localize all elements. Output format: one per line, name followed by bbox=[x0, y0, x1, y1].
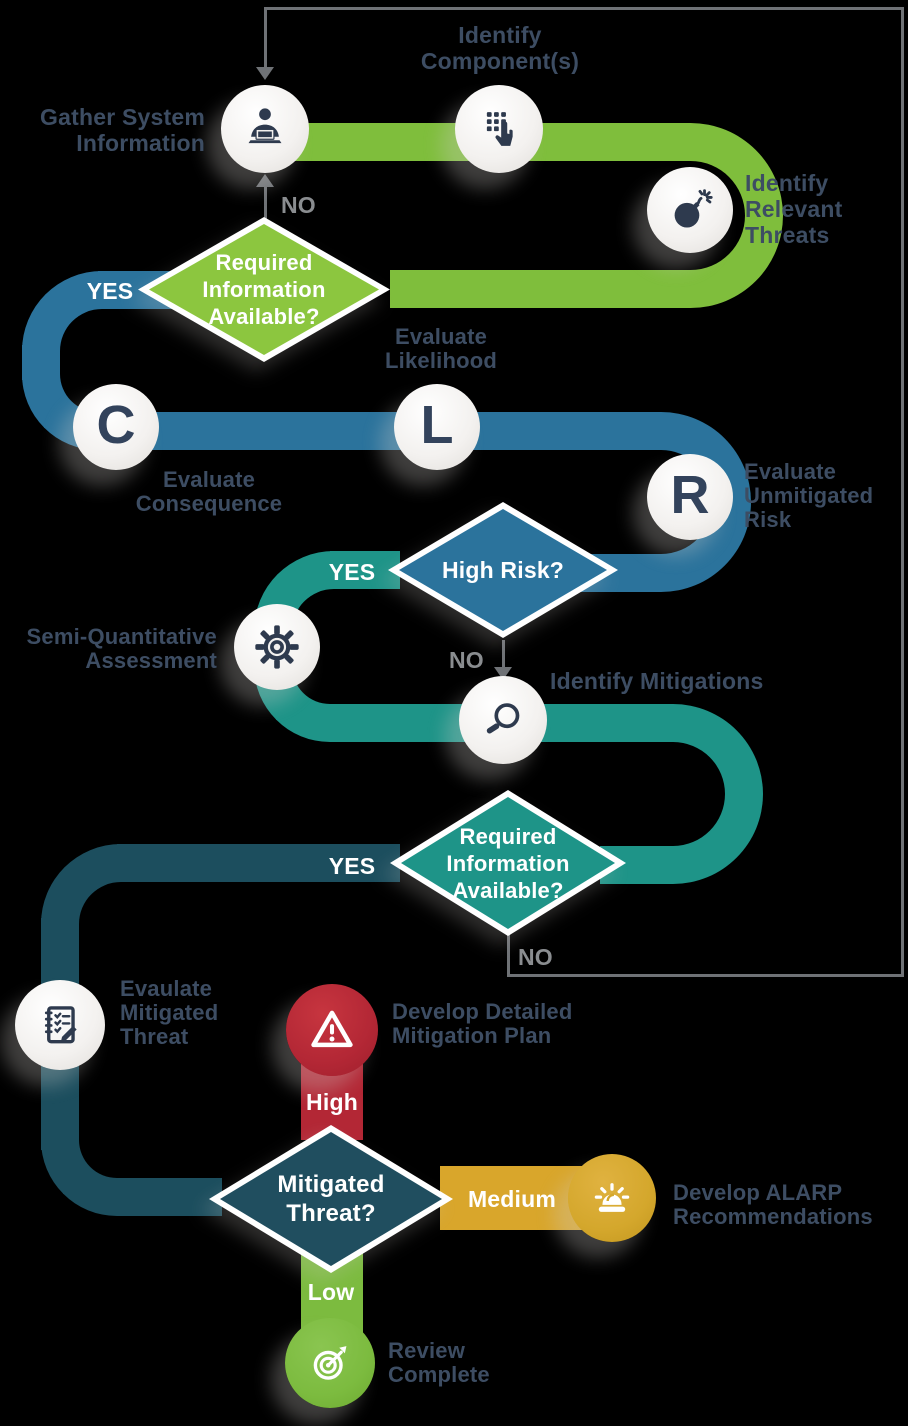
label-review-complete: Review Complete bbox=[388, 1338, 490, 1387]
node-evaulate-mitigated-threat bbox=[15, 980, 105, 1070]
label-gather-system-information: Gather System Information bbox=[40, 104, 205, 156]
decision-required-info-1: Required Information Available? bbox=[138, 217, 390, 362]
decision-required-info-2-label: Required Information Available? bbox=[446, 823, 570, 903]
label-develop-detailed-mitigation-plan: Develop Detailed Mitigation Plan bbox=[392, 999, 573, 1048]
node-develop-alarp-recommendations bbox=[568, 1154, 656, 1242]
label-evaluate-unmitigated-risk: Evaluate Unmitigated Risk bbox=[744, 459, 874, 532]
node-semi-quantitative-assessment bbox=[234, 604, 320, 690]
person-laptop-icon bbox=[248, 108, 282, 144]
branch-no-3: NO bbox=[518, 944, 553, 970]
letter-c: C bbox=[96, 394, 136, 455]
node-identify-mitigations bbox=[459, 676, 547, 764]
keypad-hand-icon bbox=[486, 112, 513, 146]
feedback-line-diamond2-drop bbox=[507, 934, 510, 977]
label-semi-quantitative-assessment: Semi-Quantitative Assessment bbox=[26, 624, 217, 673]
label-evaluate-likelihood: Evaluate Likelihood bbox=[385, 324, 497, 373]
arrowhead-no1-up bbox=[256, 174, 274, 187]
no2-line bbox=[502, 640, 505, 669]
decision-required-info-2: Required Information Available? bbox=[390, 790, 626, 936]
letter-l: L bbox=[420, 394, 454, 455]
pipe-green-return bbox=[390, 270, 690, 308]
bomb-icon bbox=[674, 189, 713, 228]
branch-no-2: NO bbox=[449, 647, 484, 673]
pipe-teal-uturn bbox=[672, 704, 763, 884]
node-identify-components bbox=[455, 85, 543, 173]
branch-yes-2: YES bbox=[328, 559, 376, 585]
decision-high-risk-label: High Risk? bbox=[441, 557, 565, 583]
node-identify-relevant-threats bbox=[647, 167, 733, 253]
decision-high-risk: High Risk? bbox=[388, 502, 618, 638]
notebook-checklist-icon bbox=[44, 1006, 77, 1044]
node-review-complete bbox=[285, 1318, 375, 1408]
feedback-line-bottom bbox=[507, 974, 904, 977]
siren-icon bbox=[594, 1183, 630, 1212]
decision-required-info-1-label: Required Information Available? bbox=[202, 250, 326, 329]
gear-icon bbox=[255, 625, 299, 669]
branch-yes-3: YES bbox=[328, 853, 376, 879]
no1-line bbox=[264, 186, 267, 219]
branch-high: High bbox=[306, 1089, 358, 1115]
label-develop-alarp-recommendations: Develop ALARP Recommendations bbox=[673, 1180, 873, 1229]
label-evaulate-mitigated-threat: Evaulate Mitigated Threat bbox=[120, 976, 219, 1049]
pipe-darkteal-elbow-topleft bbox=[41, 844, 121, 924]
label-evaluate-consequence: Evaluate Consequence bbox=[135, 467, 283, 516]
branch-medium: Medium bbox=[467, 1186, 557, 1212]
branch-no-1: NO bbox=[281, 192, 316, 218]
letter-r: R bbox=[670, 464, 710, 525]
feedback-line-top bbox=[264, 7, 904, 10]
label-identify-mitigations: Identify Mitigations bbox=[550, 668, 764, 694]
pipe-darkteal-yes3 bbox=[117, 844, 400, 882]
pipe-darkteal-elbow-bottomleft bbox=[41, 1140, 121, 1216]
pipe-darkteal-to-diamond4 bbox=[117, 1178, 222, 1216]
magnifier-icon bbox=[486, 703, 520, 734]
label-identify-relevant-threats: Identify Relevant Threats bbox=[745, 170, 843, 248]
warning-triangle-icon bbox=[311, 1010, 353, 1048]
node-evaluate-unmitigated-risk: R bbox=[647, 454, 733, 540]
label-identify-components: Identify Component(s) bbox=[420, 22, 580, 74]
target-arrow-icon bbox=[313, 1346, 347, 1380]
feedback-line-right bbox=[901, 7, 904, 977]
node-develop-detailed-mitigation-plan bbox=[286, 984, 378, 1076]
arrowhead-into-gather bbox=[256, 67, 274, 80]
feedback-line-entry bbox=[264, 7, 267, 68]
node-evaluate-consequence: C bbox=[73, 384, 159, 470]
branch-yes-1: YES bbox=[86, 278, 134, 304]
node-evaluate-likelihood: L bbox=[394, 384, 480, 470]
branch-low: Low bbox=[307, 1279, 355, 1305]
pipe-blue-clr-row bbox=[98, 412, 660, 450]
node-gather-system-information bbox=[221, 85, 309, 173]
decision-mitigated-threat-label: Mitigated Threat? bbox=[277, 1171, 385, 1227]
decision-mitigated-threat: Mitigated Threat? bbox=[209, 1125, 453, 1273]
